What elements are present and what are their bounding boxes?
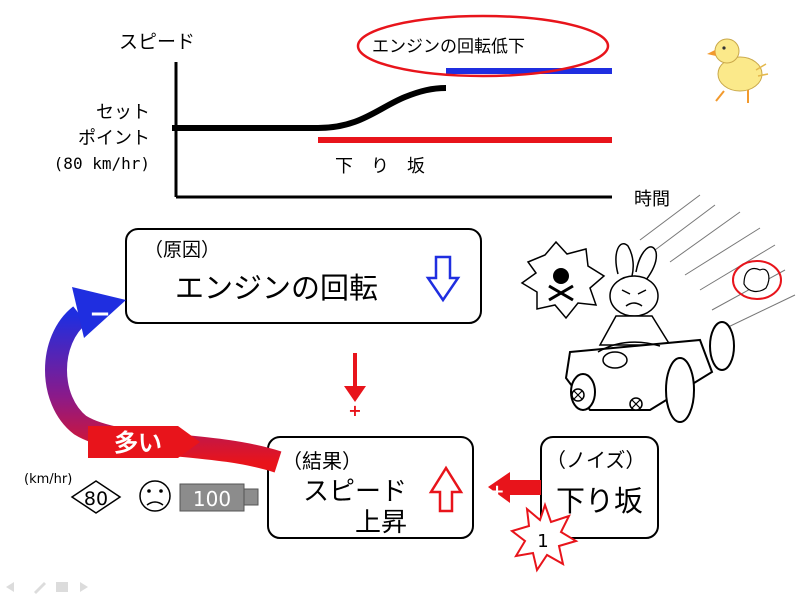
noise-to-result-arrow: + <box>488 472 541 503</box>
engine-drop-label: エンジンの回転低下 <box>372 37 525 57</box>
result-box <box>267 436 474 539</box>
burst-badge: 1 <box>509 501 579 573</box>
arrow-up-icon <box>428 465 464 513</box>
result-paren-label: （結果） <box>282 449 362 473</box>
next-slide-icon[interactable] <box>80 582 88 592</box>
cause-paren-label: （原因） <box>144 239 220 261</box>
slide-nav[interactable] <box>6 582 88 594</box>
noise-text: 下り坂 <box>556 484 643 518</box>
downhill-label: 下 り 坂 <box>335 156 425 177</box>
loop-arrowhead <box>72 287 126 338</box>
speed-sign-row: (km/hr) 80 100 <box>24 472 259 514</box>
cause-text: エンジンの回転 <box>175 271 378 305</box>
pen-icon[interactable] <box>34 582 46 594</box>
rabbit-car-illustration <box>520 194 796 423</box>
many-tag: 多い <box>88 426 200 458</box>
limit-sign-diamond <box>70 480 122 514</box>
setpoint-unit: (80 km/hr) <box>54 154 150 173</box>
speed-meter-tip <box>243 488 259 506</box>
cause-box <box>125 228 482 324</box>
setpoint-label: セット <box>96 102 150 123</box>
menu-icon[interactable] <box>56 582 68 592</box>
speed-curve <box>172 85 447 131</box>
speed-unit: (km/hr) <box>24 472 72 487</box>
plus-sign: + <box>489 481 504 502</box>
y-axis-label: スピード <box>119 31 195 53</box>
prev-slide-icon[interactable] <box>6 582 14 592</box>
feedback-loop: − <box>45 287 282 473</box>
result-line1: スピード <box>303 477 407 507</box>
duck-illustration <box>707 38 769 103</box>
plus-sign: + <box>348 401 361 420</box>
speed-time-chart: スピード 時間 セット ポイント (80 km/hr) 下 り 坂 エンジンの回… <box>54 14 670 210</box>
sad-face-icon <box>139 480 171 512</box>
arrow-down-icon <box>425 255 461 303</box>
minus-sign: − <box>89 299 111 329</box>
setpoint-label: ポイント <box>78 128 150 149</box>
cause-to-result-arrow: + <box>344 353 366 420</box>
speed-value: 100 <box>193 487 231 511</box>
speed-meter <box>179 483 245 512</box>
skull-bubble-icon <box>520 240 606 320</box>
x-axis-label: 時間 <box>634 189 670 210</box>
exhaust-highlight <box>732 260 782 300</box>
speed-limit: 80 <box>84 488 108 510</box>
many-label: 多い <box>114 429 162 457</box>
burst-number: 1 <box>537 531 548 552</box>
noise-paren-label: （ノイズ） <box>546 448 645 472</box>
result-line2: 上昇 <box>355 508 407 538</box>
highlight-ellipse <box>356 14 610 78</box>
